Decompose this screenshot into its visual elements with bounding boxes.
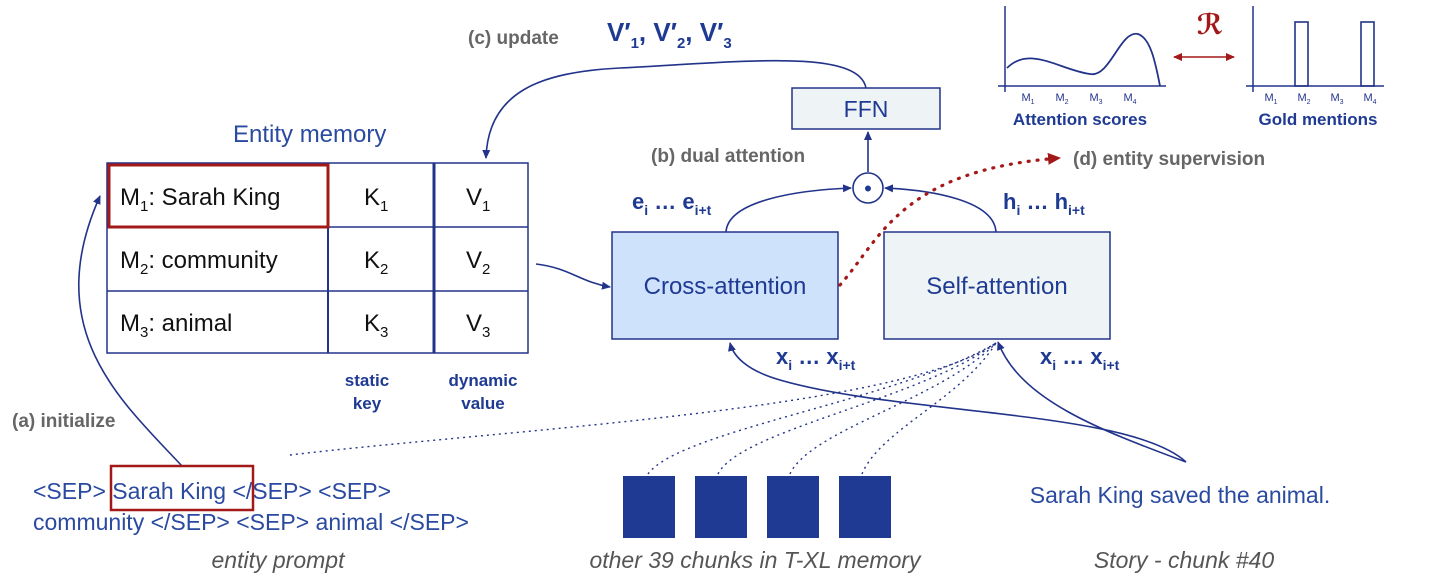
attention-scores-title: Attention scores xyxy=(1013,110,1147,129)
gold-tick-3: M3 xyxy=(1330,92,1343,106)
memory-row-2-entity: M2: community xyxy=(120,247,278,278)
gold-bar-m4 xyxy=(1360,21,1375,87)
memory-row-2-key: K2 xyxy=(364,247,388,278)
entity-supervision-label: (d) entity supervision xyxy=(1073,149,1265,170)
memory-row-1-value: V1 xyxy=(466,184,490,215)
memory-row-1-key: K1 xyxy=(364,184,388,215)
self-to-node-arrow xyxy=(884,184,997,233)
self-attention-box xyxy=(883,231,1111,340)
prompt-entity-sarah-king: Sarah King xyxy=(112,478,226,504)
gold-mentions-plot xyxy=(1246,6,1384,92)
gold-tick-2: M2 xyxy=(1297,92,1310,106)
memory-row-1-entity: M1: Sarah King xyxy=(120,184,280,215)
update-label: (c) update xyxy=(468,28,559,49)
story-caption: Story - chunk #40 xyxy=(1094,547,1274,573)
update-arrow xyxy=(482,59,867,159)
story-text: Sarah King saved the animal. xyxy=(1030,482,1330,508)
initialize-arrow xyxy=(78,195,183,467)
txl-chunk-4 xyxy=(839,476,891,538)
attention-curve xyxy=(1006,33,1161,87)
memory-table xyxy=(106,162,529,354)
txl-chunk-2 xyxy=(695,476,747,538)
gold-tick-1: M1 xyxy=(1264,92,1277,106)
dot-product-symbol: • xyxy=(864,176,872,201)
prompt-line-2: community </SEP> <SEP> animal </SEP> xyxy=(33,509,469,535)
entity-highlight-box xyxy=(107,163,330,229)
txl-caption: other 39 chunks in T-XL memory xyxy=(589,547,922,573)
attention-tick-1: M1 xyxy=(1021,92,1034,106)
memory-row-2-value: V2 xyxy=(466,247,490,278)
gold-ticks: M1 M2 M3 M4 xyxy=(1264,92,1376,106)
relation-symbol: ℛ xyxy=(1197,9,1223,40)
cross-to-node-arrow xyxy=(725,184,852,233)
initialize-label: (a) initialize xyxy=(12,411,115,432)
memory-to-cross-arrow xyxy=(535,263,611,290)
e-vector-label: ei … ei+t xyxy=(632,189,712,218)
attention-scores-plot xyxy=(998,6,1166,92)
h-vector-label: hi … hi+t xyxy=(1003,189,1085,218)
cross-attention-box xyxy=(611,231,839,340)
gold-tick-4: M4 xyxy=(1363,92,1376,106)
entity-supervision-arrow xyxy=(838,152,1062,287)
memory-row-3-value: V3 xyxy=(466,310,490,341)
txl-memory-lines xyxy=(289,342,997,475)
attention-ticks: M1 M2 M3 M4 xyxy=(1021,92,1136,106)
ffn-label: FFN xyxy=(844,96,889,122)
x-vector-label-self: xi … xi+t xyxy=(1040,344,1120,373)
attention-tick-3: M3 xyxy=(1089,92,1102,106)
dual-attention-label: (b) dual attention xyxy=(651,146,805,167)
txl-chunk-1 xyxy=(623,476,675,538)
story-to-cross-arrow xyxy=(728,342,1187,463)
story-to-self-arrow xyxy=(997,341,1187,463)
entity-prompt-caption: entity prompt xyxy=(212,547,347,573)
self-attention-label: Self-attention xyxy=(926,273,1067,300)
attention-tick-2: M2 xyxy=(1055,92,1068,106)
x-vector-label-cross: xi … xi+t xyxy=(776,344,856,373)
memory-row-3-entity: M3: animal xyxy=(120,310,232,341)
memory-row-3-key: K3 xyxy=(364,310,388,341)
txl-chunk-3 xyxy=(767,476,819,538)
updated-values-label: V′1, V′2, V′3 xyxy=(607,17,732,52)
ffn-box xyxy=(791,87,941,130)
prompt-line-1: <SEP> Sarah King </SEP> <SEP> xyxy=(33,478,391,504)
txl-chunks xyxy=(623,476,891,538)
gold-bar-m2 xyxy=(1294,21,1309,87)
cross-attention-label: Cross-attention xyxy=(644,273,807,300)
attention-tick-4: M4 xyxy=(1123,92,1136,106)
dot-product-node xyxy=(852,172,884,204)
entity-memory-title: Entity memory xyxy=(233,121,386,148)
gold-mentions-title: Gold mentions xyxy=(1259,110,1378,129)
prompt-entity-highlight xyxy=(109,464,255,512)
